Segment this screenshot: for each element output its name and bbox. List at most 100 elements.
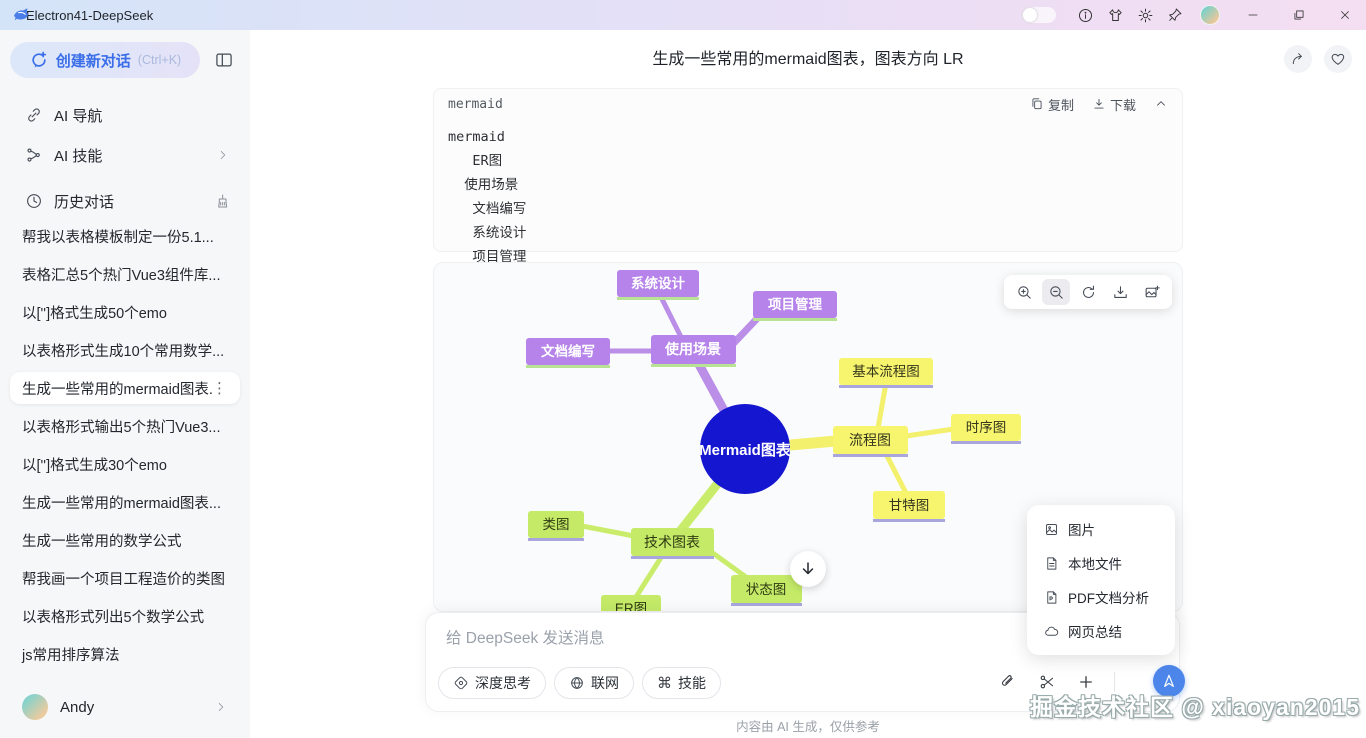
cut-scissors-icon[interactable] [1036,671,1058,693]
close-button[interactable] [1330,0,1360,30]
send-button[interactable] [1153,665,1185,697]
history-item-label: 生成一些常用的数学公式 [22,533,182,550]
deep-think-pill[interactable]: 深度思考 [438,667,546,699]
history-item[interactable]: 帮我画一个项目工程造价的类图 [10,562,240,594]
scroll-to-bottom-button[interactable] [790,551,826,587]
mindmap-node-sysdesign: 系统设计 [617,270,699,300]
sidebar-item-ai-nav[interactable]: AI 导航 [0,100,250,130]
sidebar-item-label: AI 技能 [54,147,103,165]
mindmap-node-techcharts: 技术图表 [631,528,714,559]
divider [1114,672,1115,692]
deep-think-atom-icon [453,675,469,691]
cloud-icon [1044,624,1059,639]
history-item[interactable]: 以表格形式列出5个数学公式 [10,600,240,632]
history-item[interactable]: 生成一些常用的mermaid图表... [10,486,240,518]
user-account-row[interactable]: Andy [10,690,240,724]
download-code-button[interactable]: 下载 [1092,95,1136,114]
history-item[interactable]: 表格汇总5个热门Vue3组件库... [10,258,240,290]
image-icon [1044,522,1059,537]
app-logo-whale-icon [12,6,31,24]
mindmap-node-usage: 使用场景 [651,335,736,367]
theme-toggle[interactable] [1022,7,1056,23]
minimize-button[interactable] [1238,0,1268,30]
collapse-code-button[interactable] [1154,97,1168,111]
globe-icon [569,675,585,691]
menu-item-pdf-analysis[interactable]: PDF文档分析 [1027,580,1175,614]
watermark: 掘金技术社区 @ xiaoyan2015 [1029,694,1360,720]
reset-view-button[interactable] [1074,279,1102,305]
history-item-selected[interactable]: 生成一些常用的mermaid图表... ⋮ [10,372,240,404]
message-input[interactable] [446,625,1006,653]
history-item-label: js常用排序算法 [22,647,120,664]
clear-history-broom-icon[interactable] [214,193,230,209]
history-item[interactable]: 以表格形式输出5个热门Vue3... [10,410,240,442]
pin-icon[interactable] [1160,0,1190,30]
history-item[interactable]: 以表格形式生成10个常用数学... [10,334,240,366]
download-diagram-button[interactable] [1106,279,1134,305]
code-line: 项目管理 [448,249,527,265]
mindmap-node-sequence: 时序图 [951,414,1021,444]
history-item-label: 帮我画一个项目工程造价的类图 [22,571,225,588]
history-item-label: 表格汇总5个热门Vue3组件库... [22,267,221,284]
zoom-in-button[interactable] [1010,279,1038,305]
theme-shirt-icon[interactable] [1100,0,1130,30]
sidebar-item-ai-skill[interactable]: AI 技能 [0,140,250,170]
favorite-heart-button[interactable] [1324,45,1352,73]
titlebar-avatar[interactable] [1200,5,1220,25]
info-icon[interactable] [1070,0,1100,30]
share-button[interactable] [1284,45,1312,73]
menu-item-image[interactable]: 图片 [1027,512,1175,546]
history-item[interactable]: 帮我以表格模板制定一份5.1... [10,220,240,252]
svg-text:基本流程图: 基本流程图 [852,363,920,379]
sidebar-item-history[interactable]: 历史对话 [0,186,250,216]
diagram-toolbar [1004,275,1172,309]
code-line: 使用场景 [448,177,519,193]
download-icon [1092,97,1106,111]
pill-label: 深度思考 [475,675,531,691]
svg-text:类图: 类图 [543,517,570,532]
svg-text:ER图: ER图 [615,601,647,612]
attach-paperclip-icon[interactable] [997,671,1019,693]
input-tools [997,671,1115,693]
command-icon: ⌘ [657,675,672,692]
svg-text:流程图: 流程图 [849,432,891,448]
copy-label: 复制 [1047,97,1074,113]
sidebar: 创建新对话 (Ctrl+K) AI 导航 AI 技能 历史对话 帮我以表格模板制… [0,30,250,738]
menu-item-label: PDF文档分析 [1068,591,1149,606]
titlebar: Electron41-DeepSeek [0,0,1366,30]
svg-text:文档编写: 文档编写 [541,343,595,359]
history-item-label: 以['']格式生成50个emo [22,305,167,322]
menu-item-local-file[interactable]: 本地文件 [1027,546,1175,580]
history-item[interactable]: 以['']格式生成50个emo [10,296,240,328]
window-title: Electron41-DeepSeek [26,7,154,23]
more-vertical-icon[interactable]: ⋮ [212,380,228,397]
settings-gear-icon[interactable] [1130,0,1160,30]
download-label: 下载 [1109,97,1136,113]
zoom-out-button[interactable] [1042,279,1070,305]
skill-branch-icon [25,146,43,164]
main-area: 生成一些常用的mermaid图表，图表方向 LR mermaid 复制 [250,30,1366,738]
code-line: ER图 [448,153,503,169]
menu-item-label: 本地文件 [1068,557,1122,572]
restore-button[interactable] [1284,0,1314,30]
mindmap-node-flowchart: 流程图 [833,426,908,457]
collapse-sidebar-button[interactable] [210,47,238,73]
svg-text:Mermaid图表: Mermaid图表 [699,441,792,459]
history-item[interactable]: 以['']格式生成30个emo [10,448,240,480]
add-plus-icon[interactable] [1075,671,1097,693]
pill-label: 技能 [678,675,706,691]
mindmap-node-center: Mermaid图表 [699,404,792,494]
skills-pill[interactable]: ⌘ 技能 [642,667,721,699]
new-chat-button[interactable]: 创建新对话 (Ctrl+K) [10,42,200,78]
copy-code-button[interactable]: 复制 [1030,95,1074,114]
user-avatar [22,694,48,720]
export-image-button[interactable] [1138,279,1166,305]
menu-item-web-summary[interactable]: 网页总结 [1027,614,1175,648]
code-line: 文档编写 [448,201,527,217]
sidebar-item-label: 历史对话 [54,193,115,211]
svg-text:使用场景: 使用场景 [664,341,721,357]
web-search-pill[interactable]: 联网 [554,667,634,699]
history-item[interactable]: js常用排序算法 [10,638,240,670]
user-name: Andy [60,698,95,716]
history-item[interactable]: 生成一些常用的数学公式 [10,524,240,556]
